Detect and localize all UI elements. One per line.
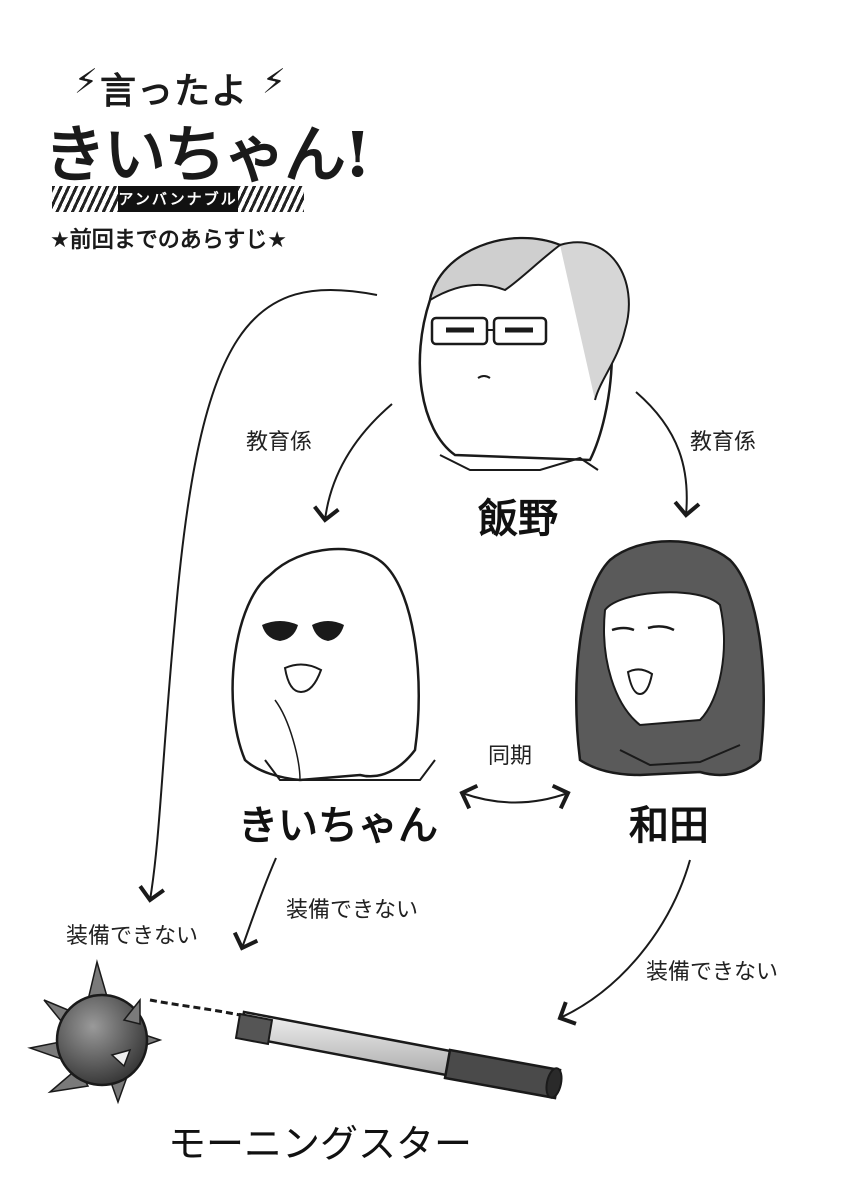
title-line2: きいちゃん! xyxy=(44,118,371,191)
label-edu-right: 教育係 xyxy=(690,430,757,455)
arrow-kii-wada-douki xyxy=(459,783,571,810)
name-kii: きいちゃん xyxy=(238,803,438,849)
character-wada-portrait xyxy=(575,540,765,777)
title-line1: 言ったよ xyxy=(100,71,249,112)
name-wada: 和田 xyxy=(629,803,709,849)
name-iino: 飯野 xyxy=(478,496,558,542)
arrow-wada-to-star xyxy=(557,859,691,1026)
subtitle: アンバンナブル xyxy=(118,186,238,212)
lightning-icon-right: ⚡ xyxy=(262,62,286,102)
item-morning-star: モーニングスター xyxy=(168,1122,473,1166)
lightning-icon-left: ⚡ xyxy=(74,62,98,102)
arrow-iino-to-kii xyxy=(313,403,393,523)
recap-heading: ★前回までのあらすじ★ xyxy=(50,228,288,253)
label-cannot-left: 装備できない xyxy=(66,924,199,949)
character-kii-portrait xyxy=(231,547,436,782)
arrow-iino-to-star xyxy=(138,288,378,903)
character-iino-portrait xyxy=(418,236,630,471)
arrow-iino-to-wada xyxy=(635,391,701,518)
label-edu-left: 教育係 xyxy=(246,430,313,455)
morning-star-weapon xyxy=(27,959,563,1105)
label-cannot-right: 装備できない xyxy=(646,960,779,985)
label-cannot-mid: 装備できない xyxy=(286,898,419,923)
arrow-kii-to-star xyxy=(232,857,277,951)
label-douki: 同期 xyxy=(488,744,533,769)
